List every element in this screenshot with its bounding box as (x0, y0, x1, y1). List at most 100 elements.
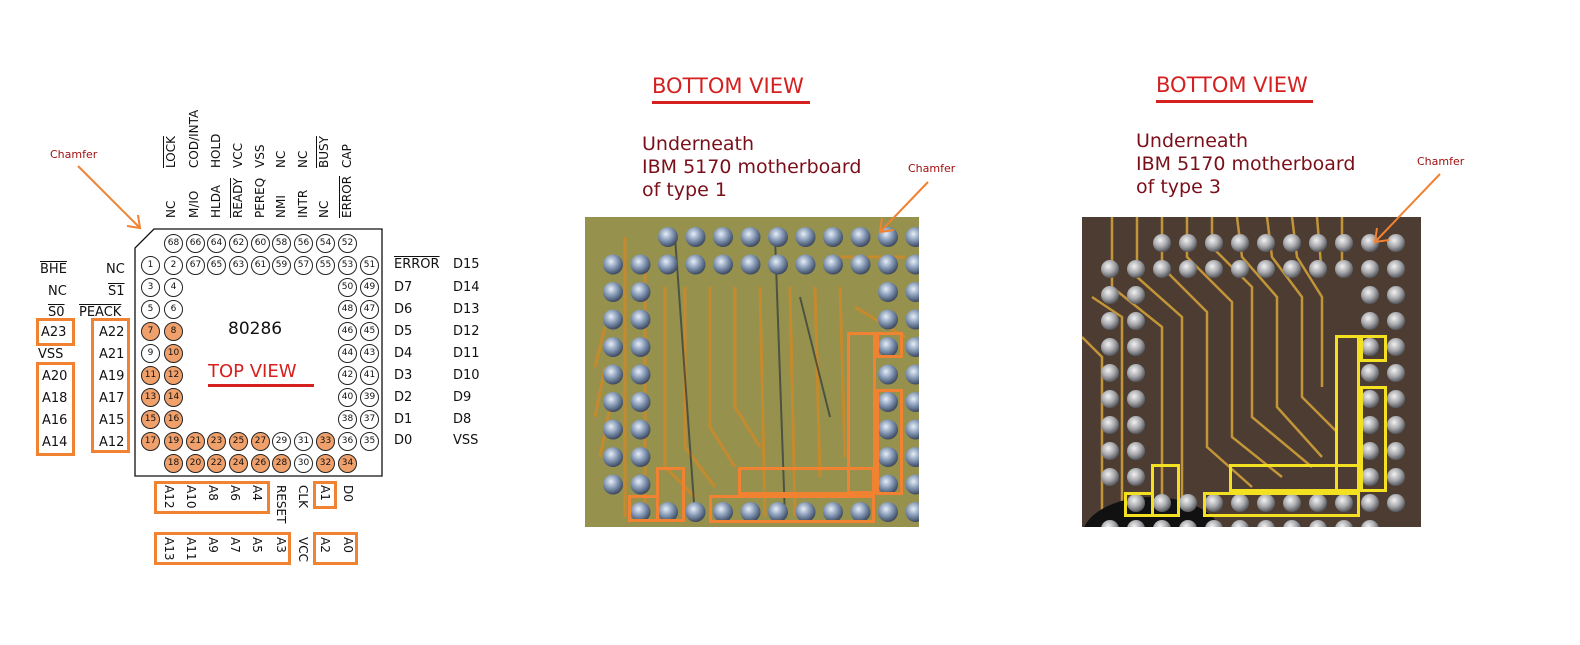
label-a8: A8 (206, 485, 220, 501)
solder-pad (1127, 338, 1145, 356)
solder-pad (850, 502, 871, 522)
highlight-box (1360, 386, 1387, 492)
pin-31: 31 (294, 432, 313, 451)
highlight-box (36, 318, 75, 346)
label-d8: D8 (453, 412, 472, 427)
label-a10: A10 (184, 485, 198, 509)
label-s1: S1 (108, 284, 125, 299)
solder-pad (1231, 260, 1249, 278)
solder-pad (603, 254, 623, 275)
solder-pad (1283, 234, 1301, 252)
solder-pad (878, 447, 898, 467)
pin-36: 36 (338, 432, 357, 451)
solder-pad (1127, 364, 1145, 382)
solder-pad (1283, 520, 1301, 527)
solder-pad (1179, 494, 1197, 512)
label-lock: LOCK (164, 136, 178, 168)
solder-pad (1361, 338, 1379, 356)
solder-pad (630, 282, 651, 302)
pin-26: 26 (251, 454, 270, 473)
photo2-chamfer-label: Chamfer (1417, 155, 1465, 168)
label-d12: D12 (453, 324, 480, 339)
solder-pad (630, 447, 651, 467)
solder-pad (1205, 520, 1223, 527)
solder-pad (1387, 442, 1405, 460)
label-s0: S0 (48, 305, 65, 320)
pin-48: 48 (338, 300, 357, 319)
solder-pad (1153, 234, 1171, 252)
pin-17: 17 (141, 432, 160, 451)
solder-pad (1387, 494, 1405, 512)
solder-pad (1257, 260, 1275, 278)
label-bhe: BHE (40, 262, 67, 277)
pin-66: 66 (186, 234, 205, 253)
solder-pad (768, 227, 788, 247)
highlight-box (656, 467, 685, 522)
solder-pad (1179, 260, 1197, 278)
solder-pad (795, 227, 816, 247)
solder-pad (850, 227, 871, 247)
solder-pad (603, 419, 623, 440)
solder-pad (1309, 234, 1327, 252)
label-vss: VSS (253, 144, 267, 168)
pin-29: 29 (272, 432, 291, 451)
solder-pad (1387, 234, 1405, 252)
solder-pad (905, 474, 919, 495)
label-cod-inta: COD/INTA (187, 109, 201, 168)
highlight-box (36, 362, 75, 456)
solder-pad (1309, 494, 1327, 512)
pin-19: 19 (164, 432, 183, 451)
solder-pad (1335, 520, 1353, 527)
pin-32: 32 (316, 454, 335, 473)
solder-pad (1231, 494, 1249, 512)
solder-pad (878, 419, 898, 440)
solder-pad (878, 282, 898, 302)
label-d1: D1 (394, 412, 413, 427)
pin-27: 27 (251, 432, 270, 451)
pin-2: 2 (164, 256, 183, 275)
label-m-io: M/IO (187, 190, 201, 218)
label-a9: A9 (206, 537, 220, 553)
highlight-box (313, 481, 337, 509)
label-vcc: VCC (231, 143, 245, 168)
solder-pad (603, 392, 623, 412)
solder-pad (1335, 260, 1353, 278)
solder-pad (713, 254, 733, 275)
pin-1: 1 (141, 256, 160, 275)
photo2-title-underline (1156, 100, 1313, 103)
photo1-chamfer-arrow-icon (878, 181, 929, 234)
top-view-underline (208, 384, 314, 387)
pin-20: 20 (186, 454, 205, 473)
pin-68: 68 (164, 234, 183, 253)
pin-15: 15 (141, 410, 160, 429)
label-d14: D14 (453, 280, 480, 295)
photo1-title-underline (652, 101, 810, 104)
solder-pad (603, 282, 623, 302)
solder-pad (658, 502, 678, 522)
solder-pad (1205, 260, 1223, 278)
label-vcc: VCC (296, 537, 310, 562)
pin-54: 54 (316, 234, 335, 253)
label-vss: VSS (453, 433, 479, 448)
pin-34: 34 (338, 454, 357, 473)
solder-pad (905, 392, 919, 412)
solder-pad (878, 337, 898, 357)
solder-pad (1361, 442, 1379, 460)
solder-pad (1153, 260, 1171, 278)
pin-64: 64 (207, 234, 226, 253)
pin-38: 38 (338, 410, 357, 429)
label-a5: A5 (250, 537, 264, 553)
solder-pad (905, 337, 919, 357)
highlight-box (1203, 492, 1360, 517)
solder-pad (1387, 364, 1405, 382)
solder-pad (1127, 520, 1145, 527)
solder-pad (1127, 286, 1145, 304)
solder-pad (658, 254, 678, 275)
solder-pad (1101, 416, 1119, 434)
label-a13: A13 (162, 537, 176, 561)
solder-pad (905, 227, 919, 247)
highlight-box (1124, 492, 1154, 517)
pin-67: 67 (186, 256, 205, 275)
solder-pad (658, 227, 678, 247)
pin-65: 65 (207, 256, 226, 275)
